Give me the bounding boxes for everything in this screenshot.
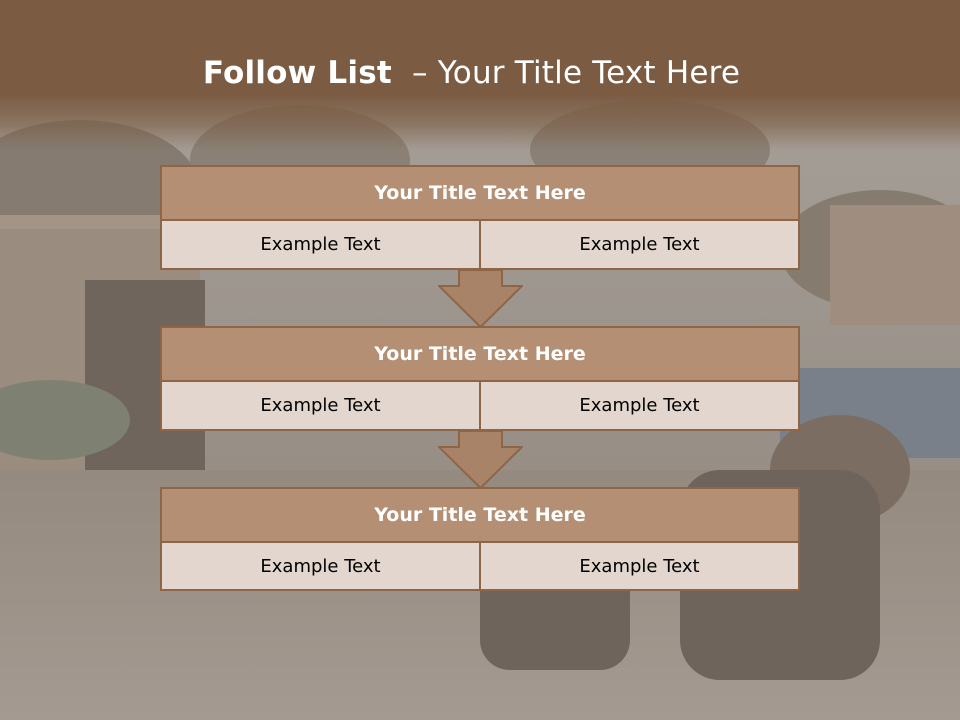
- block-cell-right: Example Text: [481, 543, 800, 591]
- list-block-1: Your Title Text Here Example Text Exampl…: [160, 165, 800, 270]
- block-cell-right: Example Text: [481, 382, 800, 431]
- list-block-2: Your Title Text Here Example Text Exampl…: [160, 326, 800, 431]
- slide-title: Follow List – Your Title Text Here: [0, 55, 943, 91]
- list-block-3: Your Title Text Here Example Text Exampl…: [160, 487, 800, 591]
- block-cell-right: Example Text: [481, 221, 800, 270]
- block-title: Your Title Text Here: [160, 326, 800, 382]
- block-cell-left: Example Text: [160, 543, 481, 591]
- block-title: Your Title Text Here: [160, 487, 800, 543]
- slide-title-rest: – Your Title Text Here: [391, 55, 741, 91]
- block-cell-left: Example Text: [160, 221, 481, 270]
- header-band: [0, 0, 960, 150]
- slide-title-bold: Follow List: [202, 55, 392, 91]
- block-title: Your Title Text Here: [160, 165, 800, 221]
- down-arrow-icon: [438, 270, 523, 328]
- down-arrow-icon: [438, 431, 523, 489]
- block-cell-left: Example Text: [160, 382, 481, 431]
